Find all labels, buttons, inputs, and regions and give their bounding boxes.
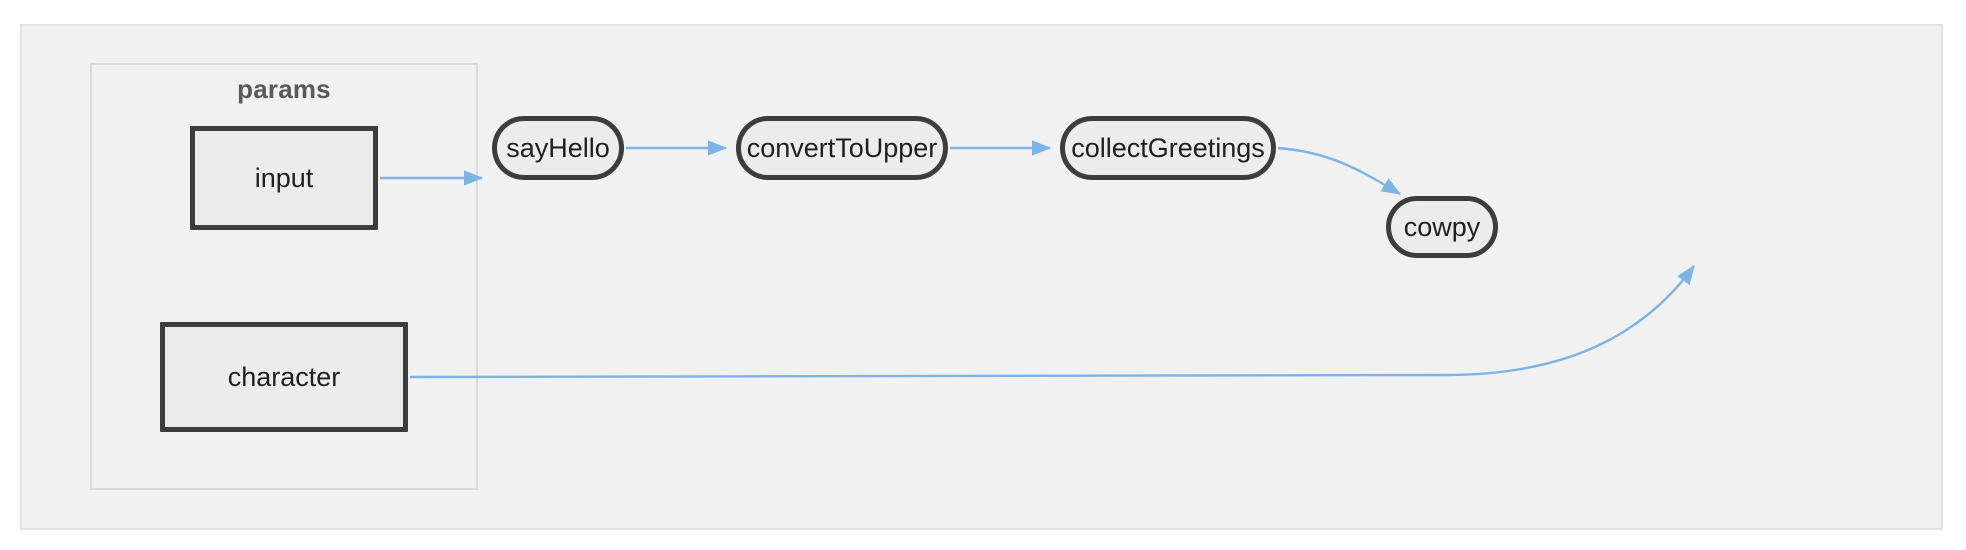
node-sayhello-label: sayHello bbox=[506, 132, 610, 163]
node-cowpy[interactable]: cowpy bbox=[1386, 196, 1498, 258]
node-converttoupper[interactable]: convertToUpper bbox=[736, 116, 948, 180]
node-input-label: input bbox=[254, 162, 314, 193]
cluster-params-label: params bbox=[237, 74, 331, 104]
node-input[interactable]: input bbox=[190, 126, 378, 230]
node-cowpy-label: cowpy bbox=[1403, 211, 1481, 242]
node-character[interactable]: character bbox=[160, 322, 408, 432]
node-sayhello[interactable]: sayHello bbox=[492, 116, 624, 180]
node-character-label: character bbox=[227, 361, 341, 392]
node-converttoupper-label: convertToUpper bbox=[746, 132, 938, 163]
node-collectgreetings-label: collectGreetings bbox=[1071, 132, 1265, 163]
node-collectgreetings[interactable]: collectGreetings bbox=[1060, 116, 1276, 180]
